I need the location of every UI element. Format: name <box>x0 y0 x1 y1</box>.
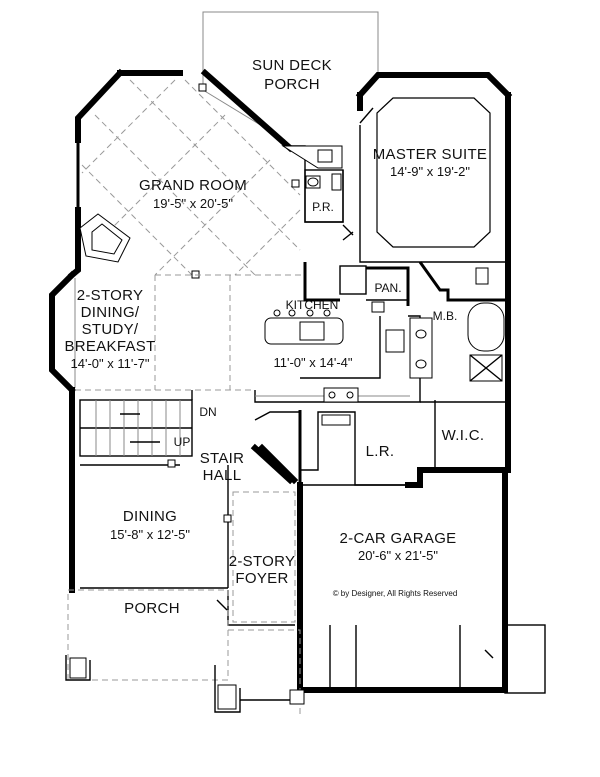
master-suite-walls <box>355 72 513 266</box>
toilet-icon <box>475 267 489 285</box>
master-bath-label: M.B. <box>433 309 458 323</box>
refrigerator-icon <box>385 329 405 353</box>
column-icon <box>198 83 207 92</box>
dining-dims: 15'-8" x 12'-5" <box>110 527 190 542</box>
laundry-label: L.R. <box>366 443 395 460</box>
walk-in-closet-label: W.I.C. <box>442 427 485 444</box>
kitchen-dims: 11'-0" x 14'-4" <box>274 355 353 370</box>
copyright-notice: © by Designer, All Rights Reserved <box>333 589 458 598</box>
vanity-icon <box>409 317 433 379</box>
dining-study-label-2: DINING/ <box>81 304 140 321</box>
sun-deck-label-1: SUN DECK <box>252 57 332 74</box>
column-icon <box>223 514 232 523</box>
bathtub-icon <box>467 302 505 352</box>
washer-icon <box>321 414 351 426</box>
garage-walls <box>297 467 546 694</box>
dining-study-label-4: BREAKFAST <box>64 338 155 355</box>
stair-up-label: UP <box>174 435 191 449</box>
sun-deck-label-2: PORCH <box>264 76 320 93</box>
master-bath <box>409 260 511 406</box>
staircase <box>79 390 193 457</box>
dining-study-label-1: 2-STORY <box>77 287 144 304</box>
garage-label: 2-CAR GARAGE <box>340 530 457 547</box>
column-icon <box>167 459 176 468</box>
grand-room-walls <box>67 68 344 280</box>
grand-room-label: GRAND ROOM <box>139 177 247 194</box>
toilet-icon <box>331 173 342 191</box>
powder-room <box>304 169 354 241</box>
foyer-label-1: 2-STORY <box>229 553 296 570</box>
dining-study-dims: 14'-0" x 11'-7" <box>71 356 150 371</box>
sink-icon <box>299 321 325 341</box>
niche-icon <box>281 145 343 169</box>
kitchen-label: KITCHEN <box>286 298 339 312</box>
stair-hall-label-1: STAIR <box>200 450 245 467</box>
dining-label: DINING <box>123 508 177 525</box>
grand-room-dims: 19'-5" x 20'-5" <box>153 196 233 211</box>
master-suite-label: MASTER SUITE <box>373 146 487 163</box>
garage-dims: 20'-6" x 21'-5" <box>358 548 438 563</box>
stair-hall-label-2: HALL <box>203 467 242 484</box>
dining-walls <box>69 387 232 593</box>
pantry-label: PAN. <box>374 281 401 295</box>
porch-outline <box>65 589 305 715</box>
foyer-label-2: FOYER <box>235 570 288 587</box>
range-icon <box>323 387 359 403</box>
kitchen-island <box>264 309 344 345</box>
dining-study-walls <box>49 270 305 395</box>
porch-label: PORCH <box>124 600 180 617</box>
dining-study-label-3: STUDY/ <box>82 321 139 338</box>
fireplace-icon <box>79 213 131 263</box>
stair-down-label: DN <box>199 405 216 419</box>
column-icon <box>291 179 300 188</box>
powder-room-label: P.R. <box>312 200 334 214</box>
master-suite-dims: 14'-9" x 19'-2" <box>390 164 470 179</box>
